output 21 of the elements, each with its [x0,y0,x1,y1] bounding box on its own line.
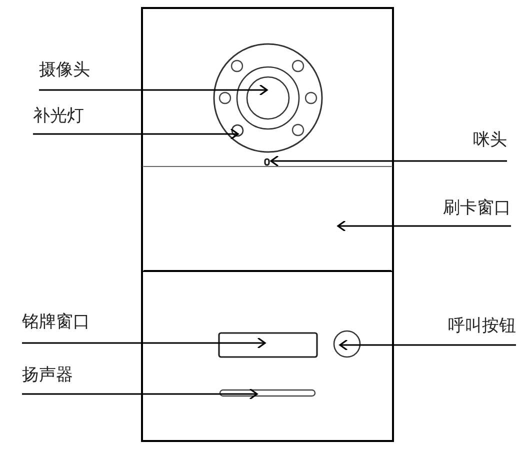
nameplate-window [218,332,318,358]
light-dot [231,124,244,137]
part-label: 铭牌窗口 [22,312,118,343]
leader-line [33,128,239,140]
leader-line [270,155,507,167]
leader-line [337,220,511,232]
leader-line [39,84,268,96]
leader-line [22,337,266,349]
camera-lens [236,66,300,130]
call-button [333,330,361,358]
speaker-grille [219,389,316,397]
part-label: 补光灯 [33,106,123,134]
part-label: 呼叫按钮 [420,316,516,345]
microphone-slot [264,158,270,166]
part-label: 摄像头 [39,60,129,90]
part-label: 咪头 [460,130,507,161]
part-label: 扬声器 [22,365,102,394]
leader-line [339,339,516,351]
card-reader-panel [142,166,393,272]
leader-line [22,388,258,400]
part-label: 刷卡窗口 [418,198,511,226]
